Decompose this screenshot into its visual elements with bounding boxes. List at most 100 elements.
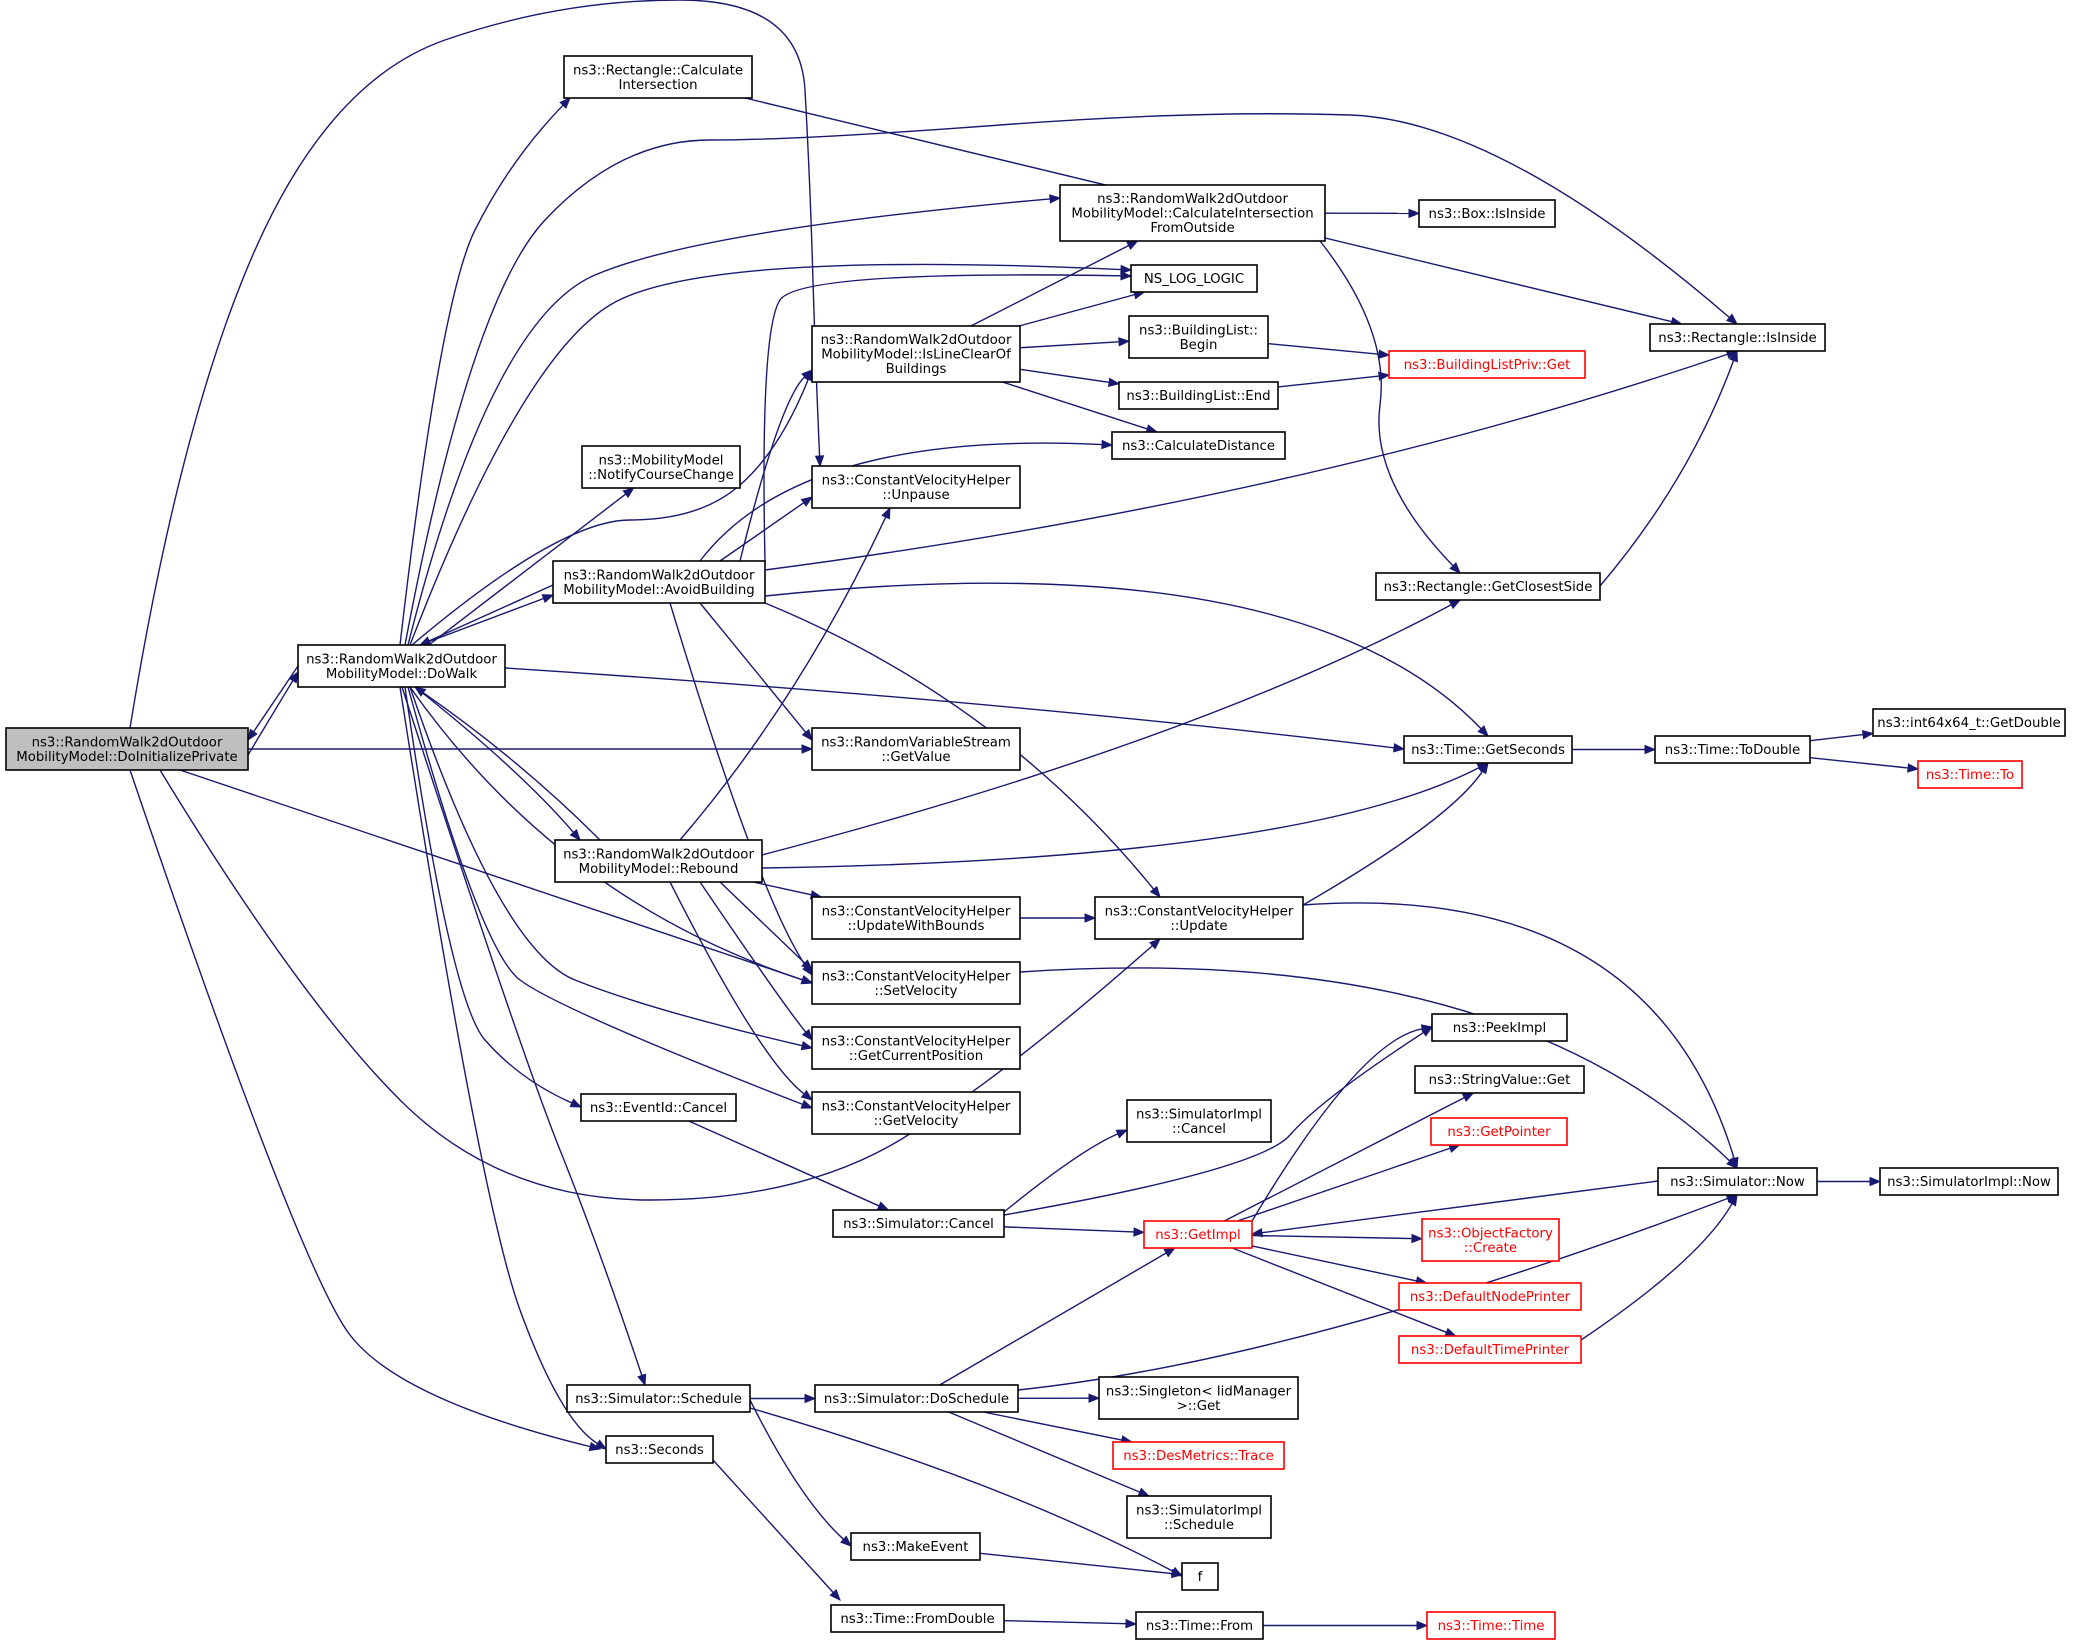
call-edge-cvh_update-to-time_getseconds [1302,761,1489,906]
arrowhead [1411,1233,1424,1244]
node-bl-end[interactable]: ns3::BuildingList::End [1118,381,1279,410]
node-simimpl-schedule[interactable]: ns3::SimulatorImpl::Schedule [1126,1495,1272,1539]
call-edge-dowalk-to-avoid_building [419,594,555,646]
node-simimpl-now[interactable]: ns3::SimulatorImpl::Now [1879,1167,2059,1196]
node-f[interactable]: f [1181,1562,1219,1591]
node-label-line: MobilityModel::DoInitializePrivate [16,750,237,765]
node-label-line: ns3::RandomWalk2dOutdoor [32,735,223,750]
node-rebound[interactable]: ns3::RandomWalk2dOutdoorMobilityModel::R… [554,839,763,883]
node-label-line: ns3::Time::FromDouble [840,1612,994,1627]
node-label-line: ns3::BuildingListPriv::Get [1404,358,1571,373]
edge-line [407,198,1051,646]
node-box [1118,381,1279,410]
node-objfactory-create[interactable]: ns3::ObjectFactory::Create [1421,1218,1560,1262]
node-label-line: ns3::int64x64_t::GetDouble [1877,716,2060,731]
edge-line [428,493,627,646]
node-time-to[interactable]: ns3::Time::To [1917,760,2023,789]
node-peekimpl[interactable]: ns3::PeekImpl [1431,1013,1568,1042]
node-label-line: ::Unpause [882,488,949,503]
node-cvh-setvel[interactable]: ns3::ConstantVelocityHelper::SetVelocity [811,961,1021,1005]
node-default-time-printer[interactable]: ns3::DefaultTimePrinter [1398,1335,1582,1364]
call-edge-dowalk-to-cvh_getpos [409,686,814,1051]
node-box [563,55,753,99]
node-notify-course[interactable]: ns3::MobilityModel::NotifyCourseChange [581,445,741,489]
node-simimpl-cancel[interactable]: ns3::SimulatorImpl::Cancel [1126,1099,1272,1143]
node-getpointer[interactable]: ns3::GetPointer [1430,1117,1568,1146]
node-cvh-updatewb[interactable]: ns3::ConstantVelocityHelper::UpdateWithB… [811,896,1021,940]
arrowhead [840,1535,852,1547]
node-label-line: ns3::Rectangle::GetClosestSide [1384,580,1593,595]
node-ns-log-logic[interactable]: NS_LOG_LOGIC [1130,264,1258,293]
node-label-line: ::UpdateWithBounds [848,919,985,934]
node-desmetrics-trace[interactable]: ns3::DesMetrics::Trace [1112,1441,1285,1470]
node-box-isinside[interactable]: ns3::Box::IsInside [1418,199,1556,228]
node-sim-cancel[interactable]: ns3::Simulator::Cancel [832,1209,1005,1238]
arrowhead [1644,744,1657,755]
node-box [554,839,763,883]
edge-line [939,1252,1167,1386]
arrowhead [829,1589,841,1601]
node-label-line: ns3::RandomWalk2dOutdoor [821,333,1012,348]
node-default-node-printer[interactable]: ns3::DefaultNodePrinter [1398,1282,1582,1311]
node-singleton-get[interactable]: ns3::Singleton< IidManager >::Get [1098,1376,1299,1420]
node-getimpl[interactable]: ns3::GetImpl [1143,1220,1253,1249]
node-cvh-unpause[interactable]: ns3::ConstantVelocityHelper::Unpause [811,465,1021,509]
node-make-event[interactable]: ns3::MakeEvent [850,1532,981,1561]
node-eventid-cancel[interactable]: ns3::EventId::Cancel [580,1093,737,1122]
node-box [1126,1495,1272,1539]
edge-line [739,376,806,562]
node-dowalk[interactable]: ns3::RandomWalk2dOutdoorMobilityModel::D… [297,644,506,688]
arrowhead [804,1393,817,1404]
node-calc-inter-outside[interactable]: ns3::RandomWalk2dOutdoorMobilityModel::C… [1059,184,1326,242]
node-time-todouble[interactable]: ns3::Time::ToDouble [1654,735,1811,764]
node-cvh-update[interactable]: ns3::ConstantVelocityHelper::Update [1094,896,1304,940]
node-sim-doschedule[interactable]: ns3::Simulator::DoSchedule [814,1384,1019,1413]
node-bl-begin[interactable]: ns3::BuildingList::Begin [1128,315,1269,359]
arrowhead [1120,264,1133,275]
call-edge-time_fromdouble-to-time_from [1003,1618,1138,1629]
edge-line [1223,1096,1465,1222]
node-int64-getdouble[interactable]: ns3::int64x64_t::GetDouble [1872,708,2066,737]
node-label-line: ::Cancel [1172,1122,1226,1137]
call-edge-sim_doschedule-to-sim_now [1017,1194,1739,1391]
node-time-fromdouble[interactable]: ns3::Time::FromDouble [830,1604,1005,1633]
node-rect-calc-inter[interactable]: ns3::Rectangle::CalculateIntersection [563,55,753,99]
edge-line [399,686,598,1445]
node-time-getseconds[interactable]: ns3::Time::GetSeconds [1403,735,1573,764]
node-label-line: ns3::Seconds [615,1443,704,1458]
node-blpriv-get[interactable]: ns3::BuildingListPriv::Get [1388,350,1586,379]
node-box [605,1435,714,1464]
node-cvh-getvel[interactable]: ns3::ConstantVelocityHelper::GetVelocity [811,1091,1021,1135]
node-avoid-building[interactable]: ns3::RandomWalk2dOutdoorMobilityModel::A… [552,560,766,604]
edge-line [1019,341,1120,349]
node-label-line: ns3::RandomWalk2dOutdoor [1097,192,1288,207]
node-label-line: ns3::ConstantVelocityHelper [822,1099,1011,1114]
node-label-line: ns3::ConstantVelocityHelper [822,473,1011,488]
node-rvs-getvalue[interactable]: ns3::RandomVariableStream::GetValue [811,727,1021,771]
node-box [1398,1335,1582,1364]
node-cvh-getpos[interactable]: ns3::ConstantVelocityHelper::GetCurrentP… [811,1026,1021,1070]
node-sim-now[interactable]: ns3::Simulator::Now [1657,1167,1818,1196]
edge-line [1003,1226,1135,1233]
arrowhead [1137,1487,1151,1497]
call-edge-time_todouble-to-time_to [1809,756,1920,773]
node-time-from[interactable]: ns3::Time::From [1135,1611,1264,1640]
node-box [552,560,766,604]
node-box [811,1091,1021,1135]
edge-line [1809,733,1864,742]
node-rect-closest[interactable]: ns3::Rectangle::GetClosestSide [1375,572,1601,601]
node-rect-isinside[interactable]: ns3::Rectangle::IsInside [1649,323,1826,352]
node-seconds[interactable]: ns3::Seconds [605,1435,714,1464]
node-is-line-clear[interactable]: ns3::RandomWalk2dOutdoorMobilityModel::I… [811,325,1021,383]
node-time-time[interactable]: ns3::Time::Time [1426,1611,1556,1640]
node-label-line: ns3::ConstantVelocityHelper [822,904,1011,919]
node-box [1130,264,1258,293]
node-calc-distance[interactable]: ns3::CalculateDistance [1111,431,1286,460]
node-sim-schedule[interactable]: ns3::Simulator::Schedule [566,1384,751,1413]
node-doinit[interactable]: ns3::RandomWalk2dOutdoorMobilityModel::D… [5,727,249,771]
edge-line [749,1407,1174,1572]
arrowhead [1393,743,1406,753]
node-box [1181,1562,1219,1591]
node-stringvalue-get[interactable]: ns3::StringValue::Get [1414,1065,1585,1094]
call-edge-calc_inter_outside-to-box_isinside [1324,208,1421,219]
